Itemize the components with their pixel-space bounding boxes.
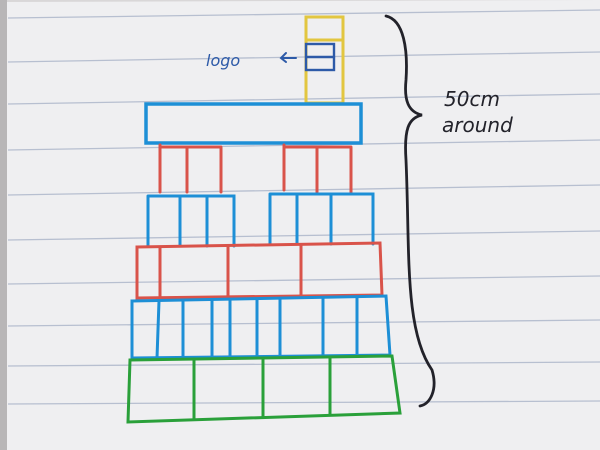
rule-line xyxy=(7,230,600,241)
blue-tier-lower xyxy=(130,294,392,360)
ruled-lines xyxy=(7,9,600,405)
rule-line xyxy=(7,275,600,285)
measure-label-line2: around xyxy=(442,113,513,137)
logo-box xyxy=(304,42,336,72)
paper-sheet xyxy=(6,0,600,450)
rule-line xyxy=(7,93,600,105)
rule-line xyxy=(7,319,600,327)
arrow-icon xyxy=(279,52,297,63)
green-base-tier xyxy=(126,354,402,424)
paper-shadow-edge xyxy=(0,0,7,450)
rule-line xyxy=(7,9,600,19)
logo-label: logo xyxy=(206,51,240,70)
height-brace xyxy=(384,14,436,408)
rule-line xyxy=(7,51,600,63)
rule-line xyxy=(7,361,600,367)
rule-line xyxy=(7,400,600,405)
blue-tier-upper xyxy=(146,192,375,248)
rule-line xyxy=(7,139,600,151)
top-blue-slab xyxy=(144,102,363,145)
measure-label-line1: 50cm xyxy=(444,87,500,111)
rule-line xyxy=(7,184,600,196)
red-legs-tier xyxy=(158,143,353,194)
